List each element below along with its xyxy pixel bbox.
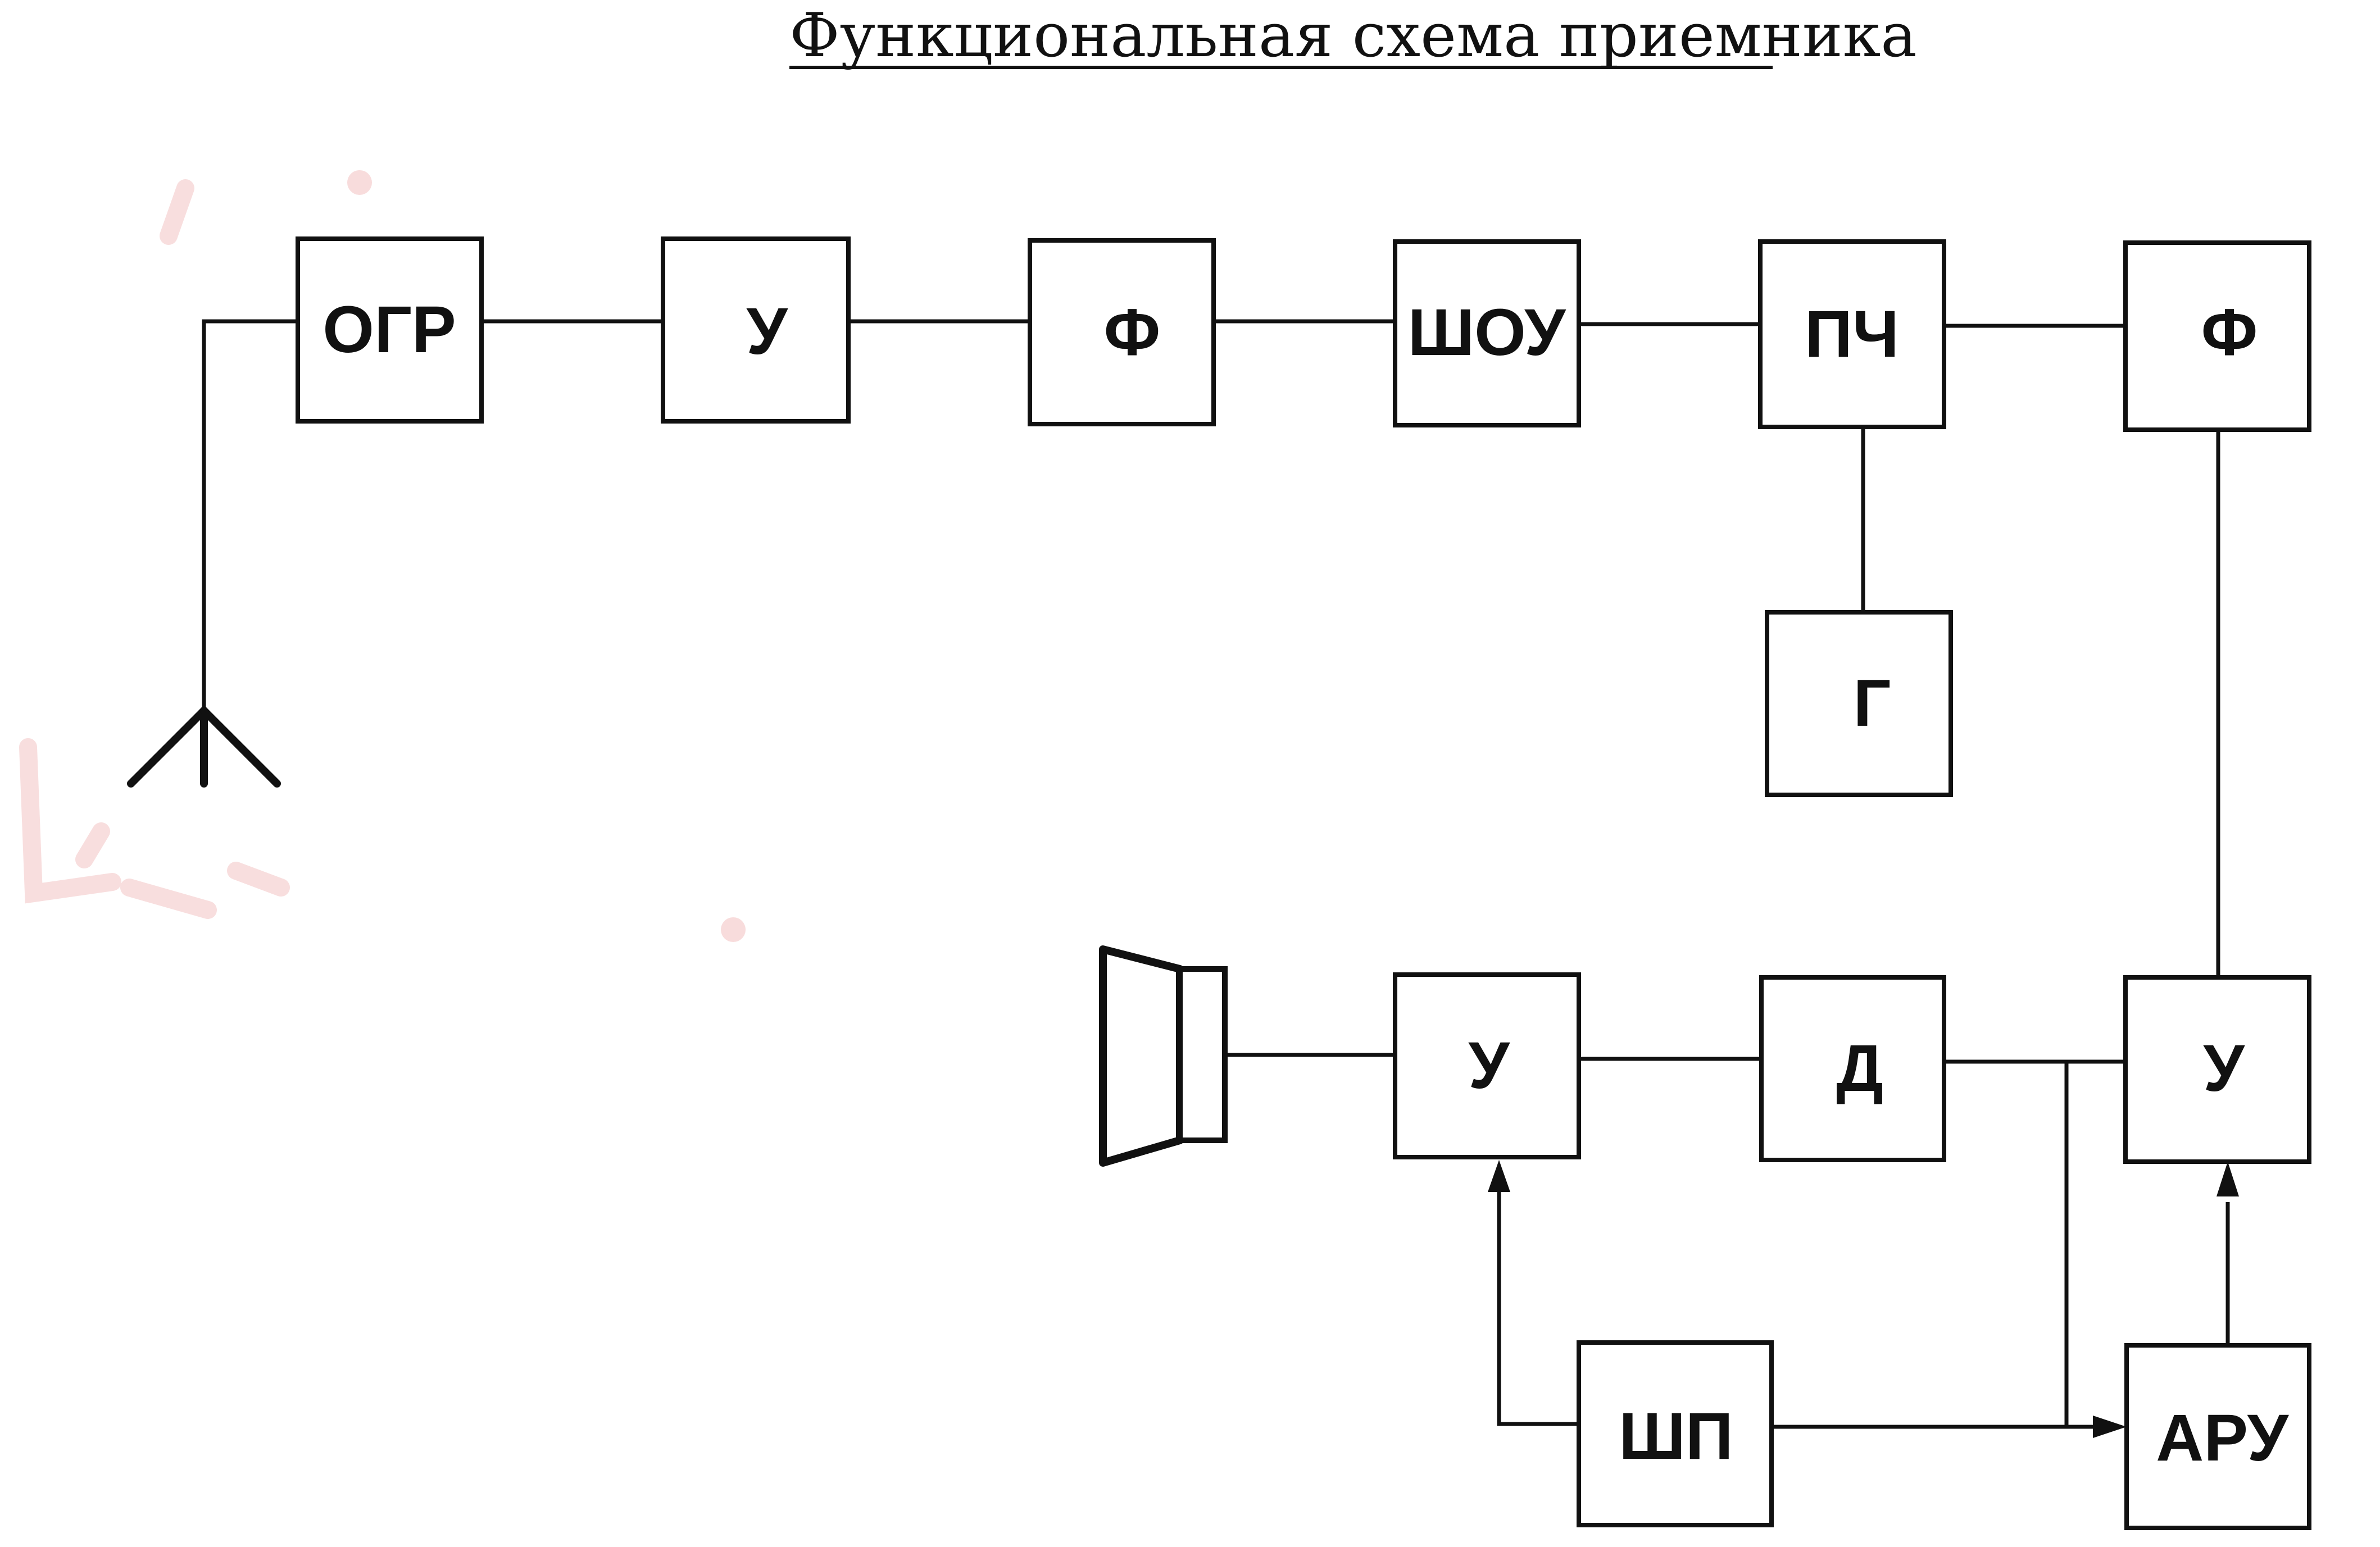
arrow-to-if-amp bbox=[2217, 1162, 2239, 1196]
diagram-title: Функциональная схема приемника bbox=[789, 1, 1917, 71]
block-mixer: ПЧ bbox=[1758, 239, 1946, 429]
block-rf-amplifier-label: У bbox=[746, 294, 788, 368]
block-lna: ШОУ bbox=[1393, 239, 1581, 427]
block-agc: АРУ bbox=[2124, 1343, 2311, 1530]
block-detector: Д bbox=[1759, 975, 1946, 1162]
block-agc-label: АРУ bbox=[2156, 1401, 2289, 1475]
scan-smudges bbox=[19, 170, 746, 942]
signal-wires bbox=[202, 319, 2230, 1429]
block-mixer-label: ПЧ bbox=[1805, 297, 1899, 371]
block-noise-squelch: ШП bbox=[1577, 1340, 1774, 1527]
block-oscillator-label: Г bbox=[1854, 666, 1891, 740]
block-noise-squelch-label: ШП bbox=[1619, 1399, 1733, 1473]
block-rf-filter: Ф bbox=[1028, 238, 1216, 426]
block-ogr-label: ОГР bbox=[323, 293, 456, 367]
speaker-icon bbox=[1099, 945, 1228, 1167]
antenna-icon bbox=[127, 707, 281, 788]
block-if-filter-label: Ф bbox=[2201, 295, 2258, 370]
block-rf-amplifier: У bbox=[661, 236, 851, 424]
block-audio-amplifier-label: У bbox=[1468, 1029, 1510, 1103]
block-lna-label: ШОУ bbox=[1408, 295, 1566, 370]
block-if-amplifier-label: У bbox=[2203, 1031, 2245, 1105]
arrow-to-audio-amp bbox=[1488, 1160, 1510, 1192]
block-ogr: ОГР bbox=[296, 236, 484, 424]
block-detector-label: Д bbox=[1836, 1031, 1883, 1105]
block-oscillator: Г bbox=[1765, 610, 1953, 797]
block-rf-filter-label: Ф bbox=[1104, 295, 1161, 370]
block-if-filter: Ф bbox=[2123, 240, 2311, 432]
block-audio-amplifier: У bbox=[1393, 972, 1581, 1159]
arrowheads bbox=[1488, 1160, 2239, 1438]
arrow-to-agc bbox=[2093, 1416, 2127, 1438]
block-if-amplifier: У bbox=[2123, 975, 2311, 1164]
